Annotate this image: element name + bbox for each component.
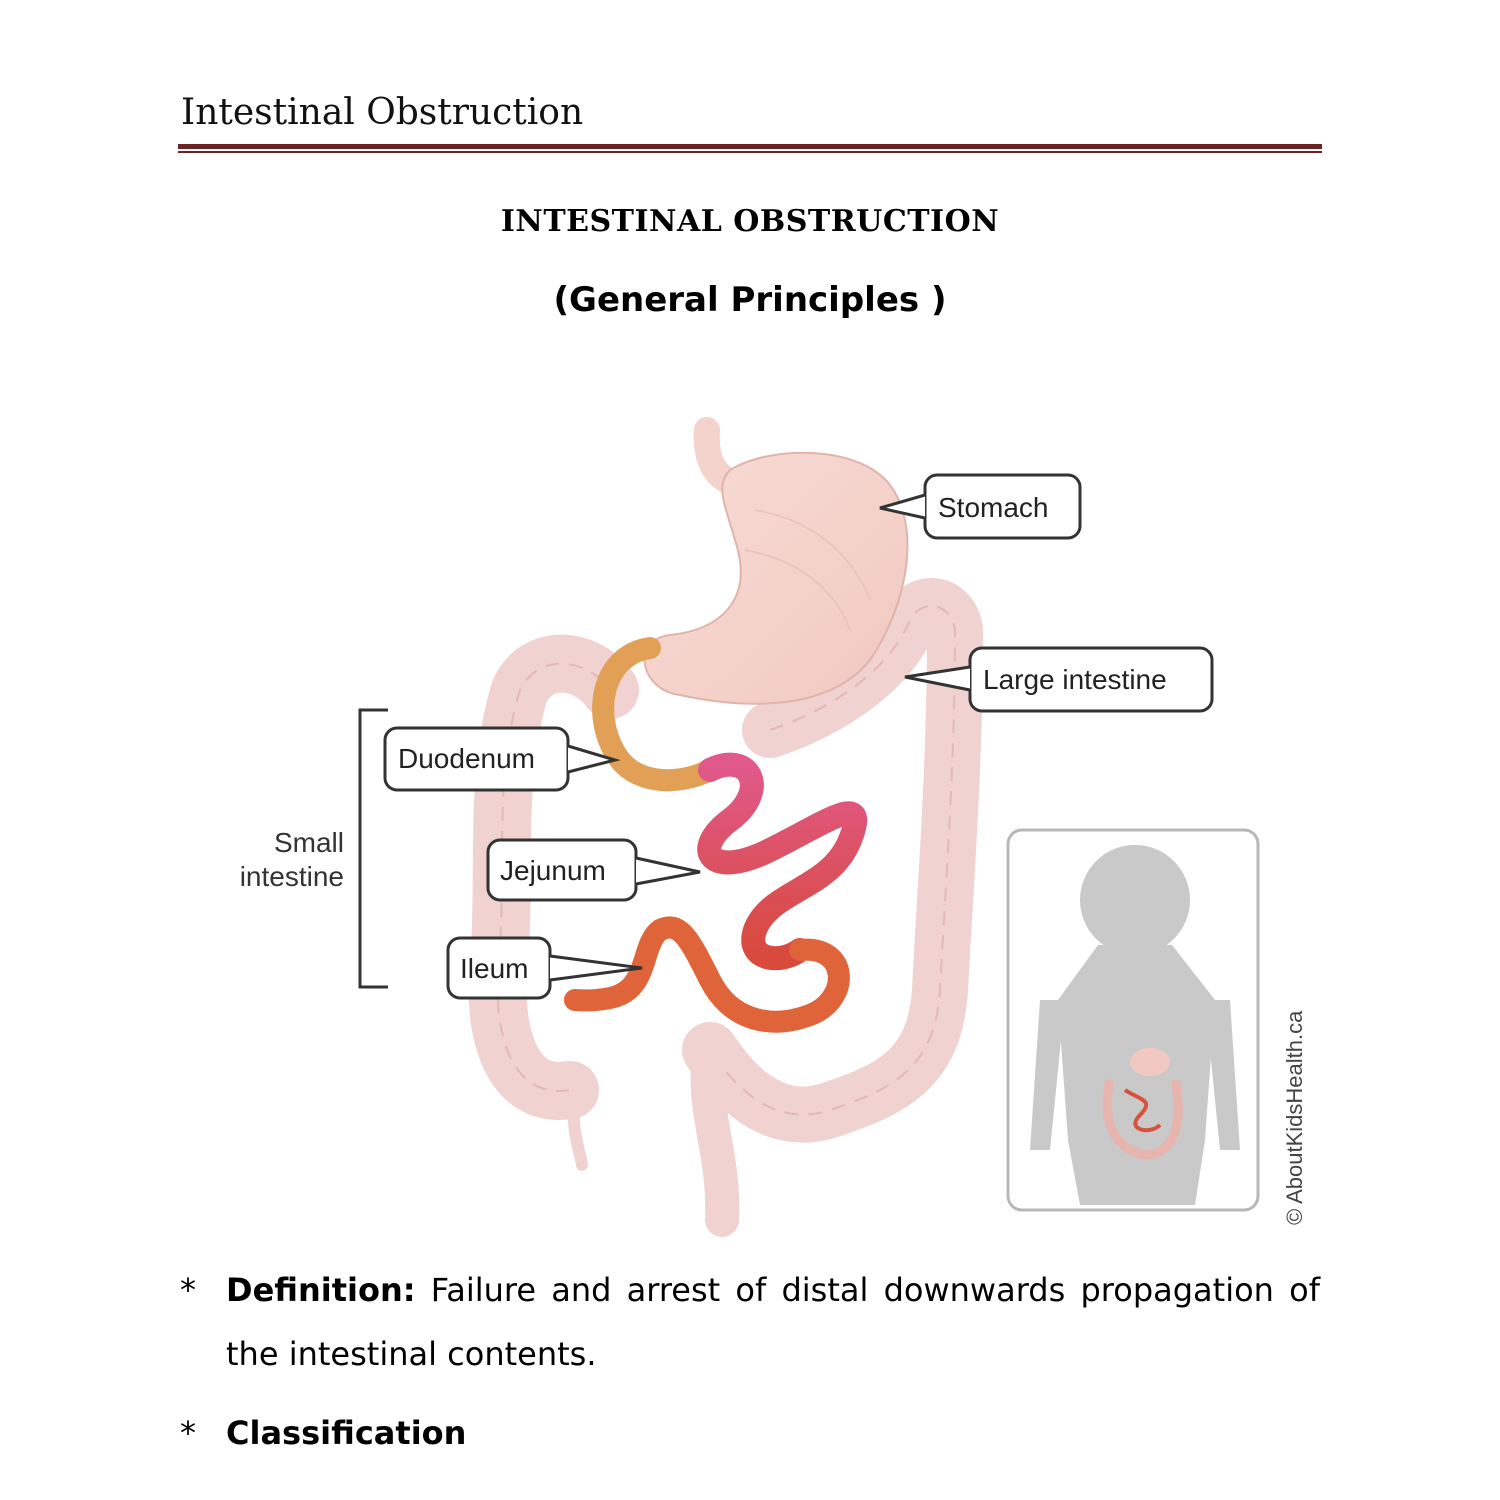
- definition-term: Definition:: [226, 1271, 416, 1309]
- definition-text: Failure and arrest of distal downwards p…: [226, 1271, 1320, 1373]
- callout-duodenum: Duodenum: [383, 726, 621, 792]
- child-silhouette-inset: [1006, 828, 1260, 1212]
- running-header-title: Intestinal Obstruction: [181, 92, 584, 133]
- anatomy-diagram: Stomach Large intestine Duodenum Jejunum…: [240, 417, 1307, 1237]
- callout-ileum: Ileum: [446, 936, 643, 1000]
- ileum-shape: [564, 916, 850, 1033]
- callout-large-intestine: Large intestine: [904, 646, 1214, 713]
- classification-term: Classification: [226, 1414, 467, 1452]
- bullet-marker: *: [180, 1271, 196, 1309]
- label-ileum: Ileum: [460, 953, 528, 984]
- callout-stomach: Stomach: [879, 473, 1082, 540]
- header-rule-thin: [178, 151, 1322, 153]
- bullet-marker: *: [180, 1414, 196, 1452]
- label-stomach: Stomach: [938, 492, 1049, 523]
- definition-paragraph: Definition: Failure and arrest of distal…: [226, 1258, 1320, 1386]
- label-duodenum: Duodenum: [398, 743, 535, 774]
- image-credit: © AboutKidsHealth.ca: [1282, 1010, 1307, 1225]
- duodenum-shape: [592, 637, 721, 792]
- callout-jejunum: Jejunum: [486, 838, 701, 902]
- document-subtitle: (General Principles ): [553, 280, 947, 320]
- label-jejunum: Jejunum: [500, 855, 606, 886]
- classification-heading: Classification: [226, 1401, 1320, 1465]
- stomach-shape: [643, 417, 909, 705]
- document-title: INTESTINAL OBSTRUCTION: [500, 204, 1000, 239]
- label-small-intestine-line1: Small: [274, 827, 344, 858]
- digestive-system-illustration: Stomach Large intestine Duodenum Jejunum…: [210, 390, 1320, 1240]
- header-rule: [178, 144, 1322, 149]
- label-large-intestine: Large intestine: [983, 664, 1167, 695]
- label-small-intestine-line2: intestine: [240, 861, 344, 892]
- small-intestine-bracket: [358, 708, 388, 989]
- jejunum-shape: [697, 752, 868, 971]
